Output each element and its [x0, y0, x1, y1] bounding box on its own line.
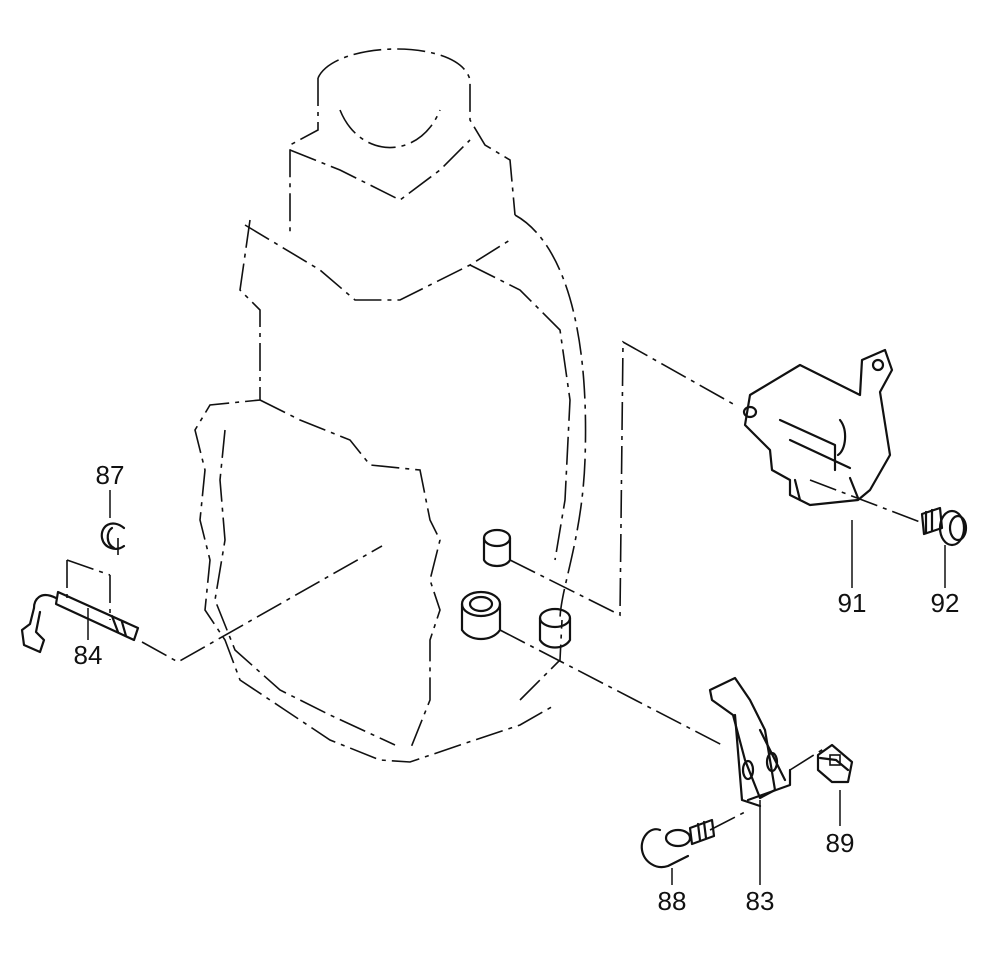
bolt-part-92 [920, 506, 968, 547]
engine-housing [194, 48, 587, 763]
e-clip-part-87 [100, 522, 126, 550]
callout-91: 91 [838, 588, 867, 618]
callout-92: 92 [931, 588, 960, 618]
housing-boss-upper [482, 528, 512, 568]
callout-89: 89 [826, 828, 855, 858]
callout-84: 84 [74, 640, 103, 670]
assembly-lines [66, 340, 921, 831]
callout-87: 87 [96, 460, 125, 490]
shaft-part-84 [20, 590, 140, 654]
callout-88: 88 [658, 886, 687, 916]
callout-83: 83 [746, 886, 775, 916]
spring-clip-part-83 [708, 676, 792, 808]
bolt-part-88 [640, 818, 716, 869]
housing-boss-lower-right [538, 607, 572, 649]
nut-part-89 [816, 743, 854, 784]
bracket-part-91 [742, 348, 894, 507]
housing-boss-lower-left [460, 590, 502, 641]
leader-lines [87, 490, 946, 885]
